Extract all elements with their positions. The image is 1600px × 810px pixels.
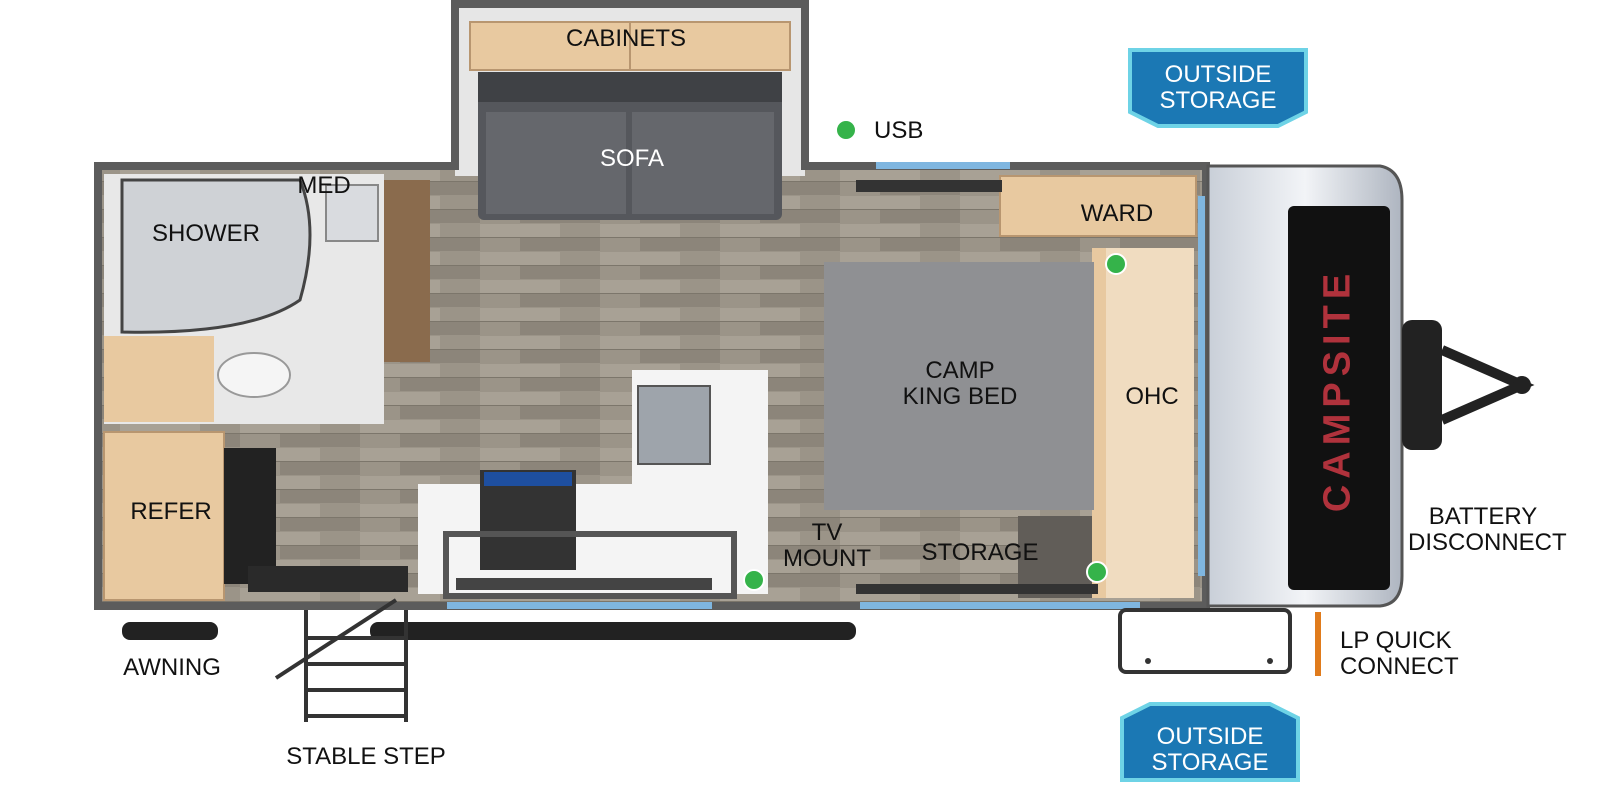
label-awning: AWNING xyxy=(123,654,221,681)
brand-text: CAMPSITE xyxy=(1316,267,1359,513)
label-med: MED xyxy=(297,172,351,199)
kitchen-counter xyxy=(418,370,768,599)
bathroom xyxy=(104,174,430,424)
outside-storage-badge-top: OUTSIDE STORAGE xyxy=(1128,48,1308,128)
usb-dots xyxy=(743,119,1127,591)
label-tv-mount: TV MOUNT xyxy=(783,519,871,572)
refer-block xyxy=(103,431,408,601)
usb-dot-legend xyxy=(835,119,857,141)
outside-storage-top-label: OUTSIDE STORAGE xyxy=(1159,61,1277,114)
awning xyxy=(122,622,856,640)
brand-logo: CAMPSITE xyxy=(1268,267,1408,513)
usb-dot-storage xyxy=(1086,561,1108,583)
label-lp-quick-connect: LP QUICK CONNECT xyxy=(1340,627,1459,680)
outside-storage-badge-bottom: OUTSIDE STORAGE xyxy=(1120,702,1300,782)
label-sofa: SOFA xyxy=(599,145,665,172)
label-refer: REFER xyxy=(130,498,212,525)
label-camp-king-bed: CAMP KING BED xyxy=(902,357,1018,410)
hitch xyxy=(1402,320,1535,450)
cabinets-block xyxy=(469,21,791,71)
label-ward: WARD xyxy=(1080,200,1154,227)
usb-dot-ward xyxy=(1105,253,1127,275)
label-shower: SHOWER xyxy=(152,220,260,247)
front-cap xyxy=(1206,164,1404,608)
label-cabinets: CABINETS xyxy=(565,25,687,52)
label-battery-disconnect: BATTERY DISCONNECT xyxy=(1408,503,1567,556)
usb-dot-tv xyxy=(743,569,765,591)
outside-storage-bottom-label: OUTSIDE STORAGE xyxy=(1151,723,1269,776)
stable-step xyxy=(274,598,408,722)
label-ohc: OHC xyxy=(1125,383,1179,410)
outside-storage-box xyxy=(1118,608,1292,674)
bedroom xyxy=(824,175,1197,598)
label-stable-step: STABLE STEP xyxy=(286,743,446,770)
label-storage: STORAGE xyxy=(921,539,1039,566)
sofa-shape xyxy=(478,72,782,220)
windows xyxy=(447,162,1205,609)
label-usb: USB xyxy=(874,117,924,144)
